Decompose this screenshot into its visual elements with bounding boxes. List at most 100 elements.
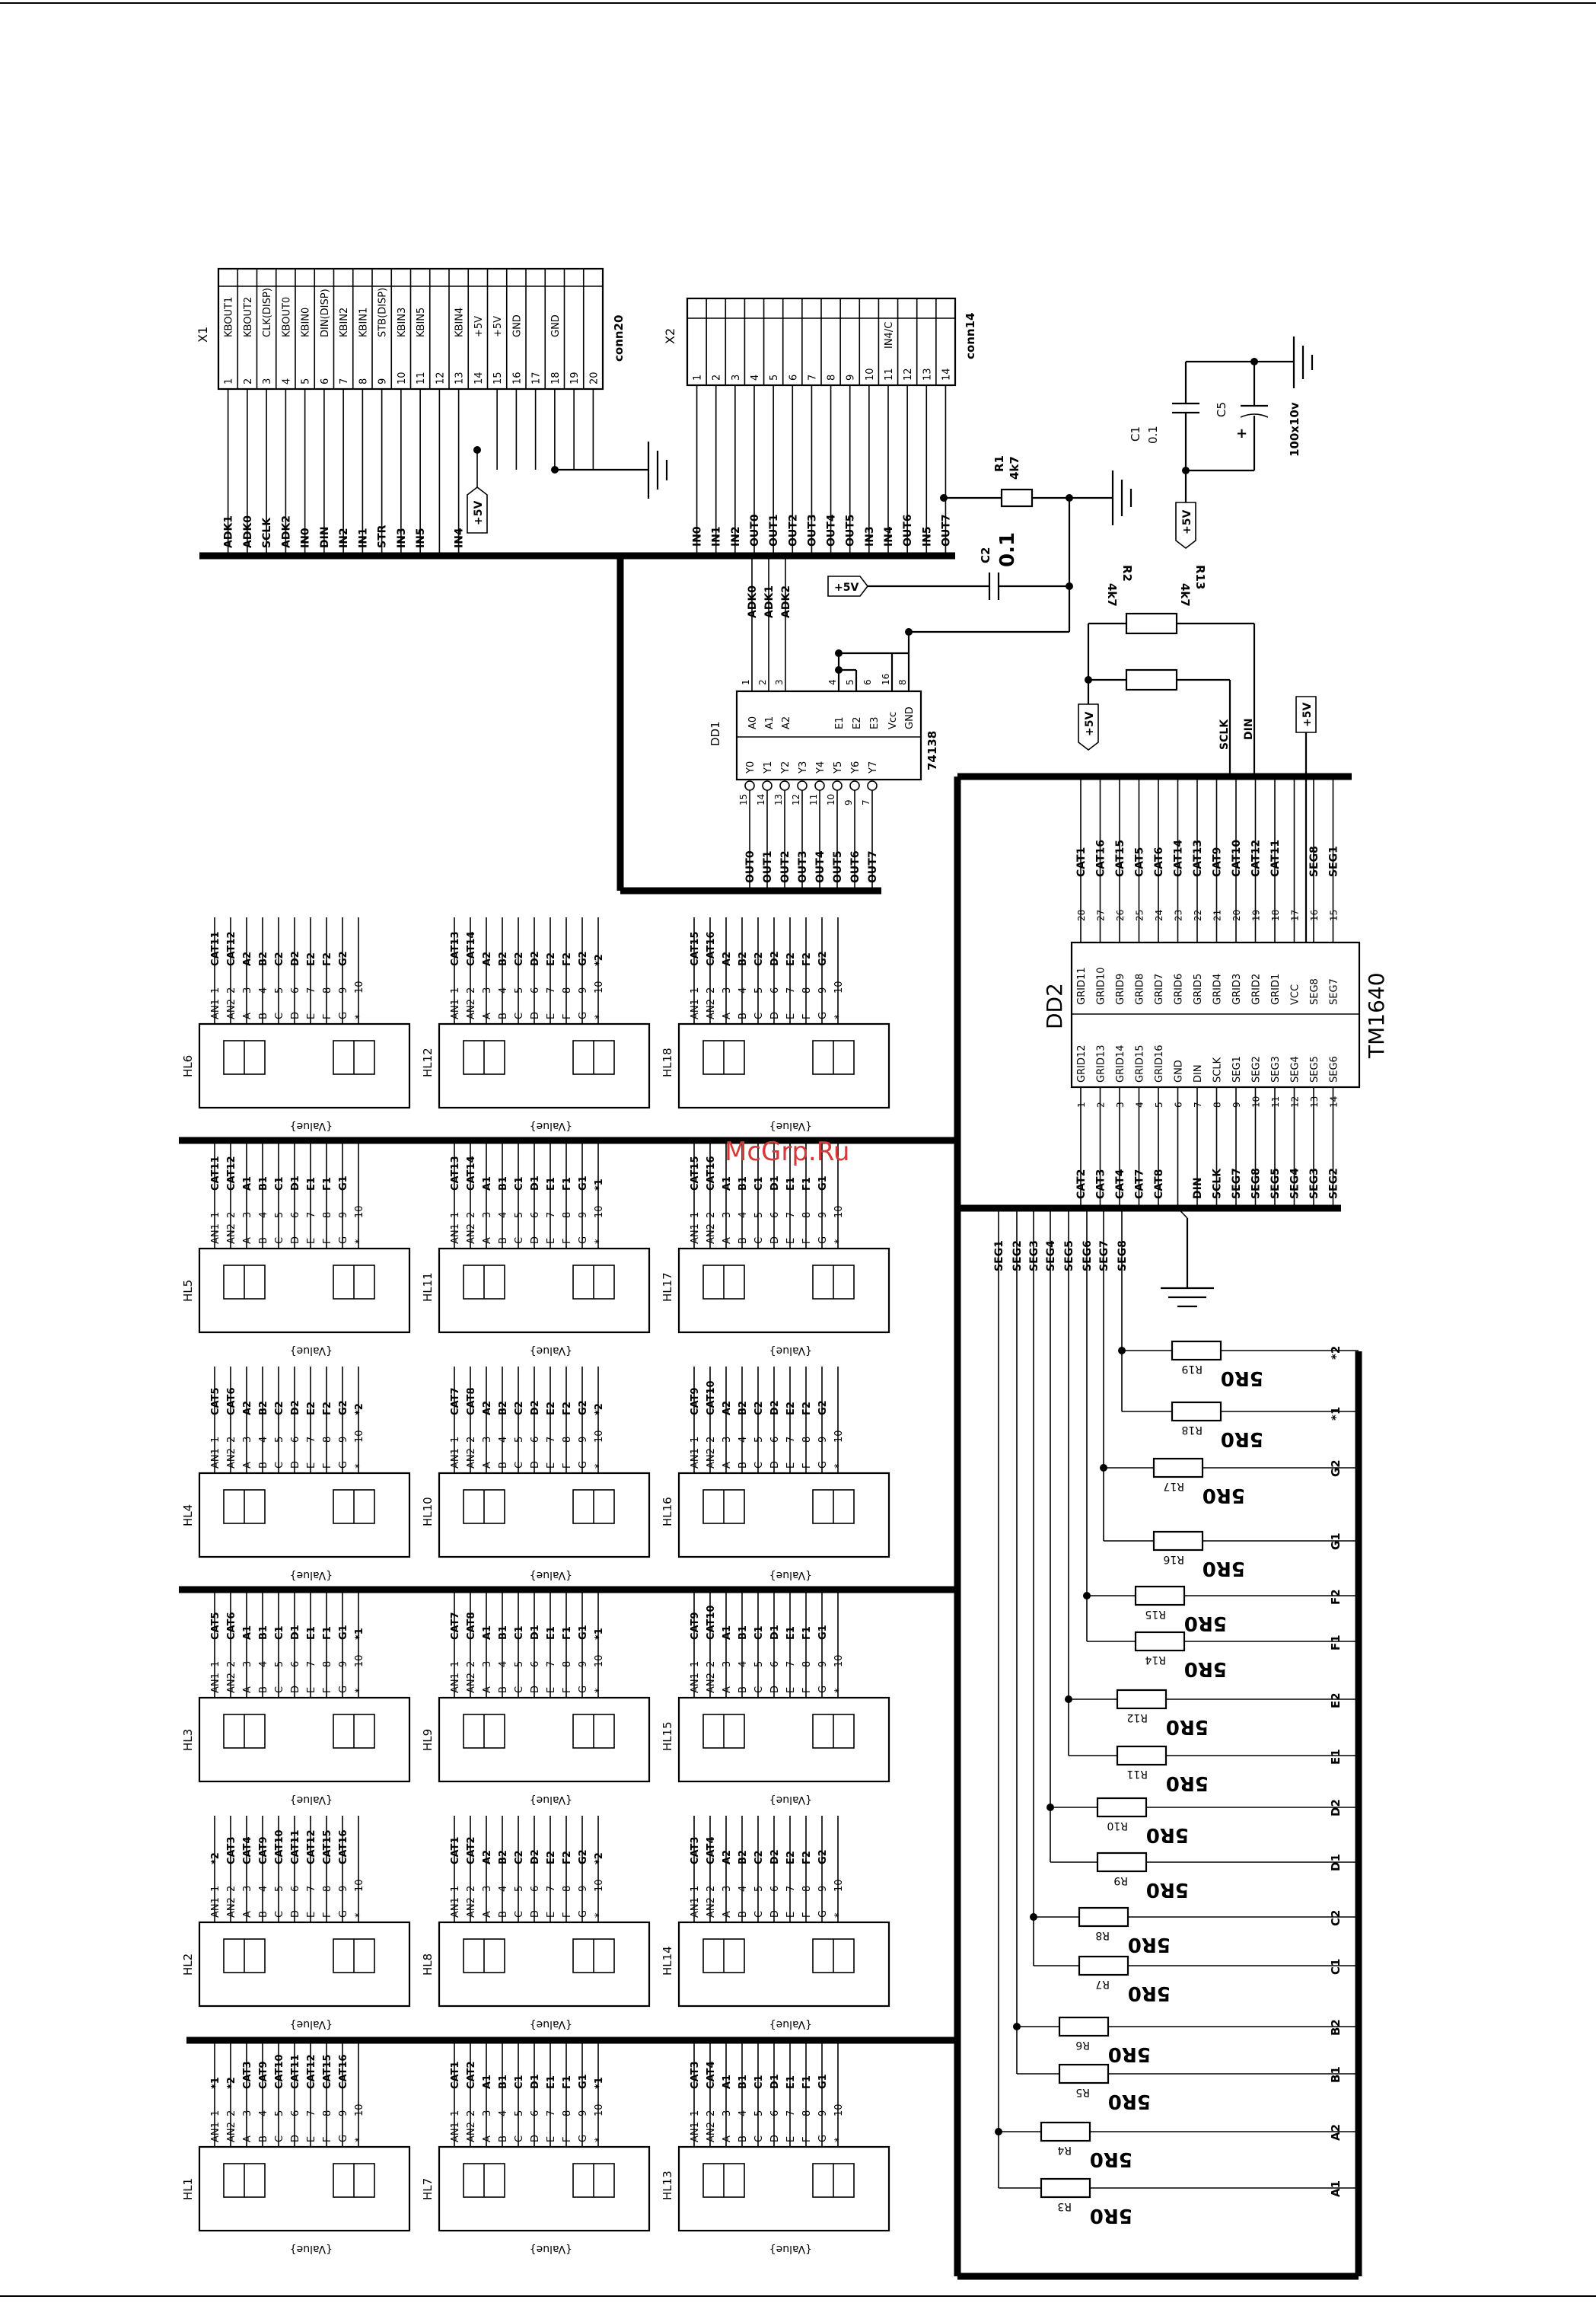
- display-pin-name: AN1: [690, 999, 701, 1019]
- display-pin-net: CAT3: [690, 2061, 701, 2089]
- display-hl13: HL13{Value}AN11CAT3AN22CAT4A3A1B4B1C5C1D…: [661, 2040, 890, 2255]
- display-pin-name: C: [274, 1686, 285, 1693]
- display-pin-number: 3: [242, 987, 253, 994]
- display-pin-name: C: [753, 2135, 765, 2142]
- display-pin-number: 7: [306, 1437, 317, 1443]
- display-pin-net: CAT15: [322, 2054, 333, 2089]
- display-pin-net: CAT12: [306, 1829, 317, 1864]
- display-pin-number: 1: [450, 1212, 461, 1218]
- display-pin-net: C1: [274, 1176, 285, 1191]
- display-pin-number: 4: [498, 1212, 509, 1218]
- display-pin-name: D: [769, 2135, 781, 2142]
- dd2-pin-net: CAT6: [1153, 847, 1165, 877]
- dd2-pin-number: 2: [1096, 1102, 1107, 1108]
- display-pin-number: 1: [210, 2110, 221, 2116]
- x1-pin-label: KBIN2: [339, 308, 350, 337]
- dd2-pin-net: CAT7: [1134, 1169, 1146, 1199]
- c1-ref: C1: [1129, 426, 1142, 442]
- dd2-pin-name: SEG3: [1270, 1056, 1282, 1083]
- seg-resistor-net: D1: [1329, 1854, 1343, 1871]
- dd1-input-net: ADK0: [747, 585, 759, 618]
- dd2-pin-number: 23: [1174, 910, 1184, 921]
- dd2-pin-name: GRID4: [1212, 974, 1224, 1005]
- display-pin-number: 8: [562, 2110, 573, 2116]
- display-pin-name: C: [274, 1237, 285, 1244]
- display-hl6: HL6{Value}AN11CAT11AN22CAT12A3A2B4B2C5C2…: [181, 917, 411, 1132]
- seg-resistor-ref: R18: [1181, 1424, 1203, 1436]
- x1-pin-number: 14: [473, 372, 485, 384]
- dd2-pin-net: CAT4: [1114, 1169, 1126, 1199]
- display-hl10: HL10{Value}AN11CAT7AN22CAT8A3A2B4B2C5C2D…: [421, 1367, 651, 1581]
- dd1-output-name: Y7: [868, 761, 879, 774]
- dd2-pin-name: GRID1: [1270, 974, 1282, 1005]
- display-pin-net: C2: [753, 952, 765, 966]
- display-pin-net: CAT11: [290, 2054, 301, 2089]
- display-pin-name: AN2: [226, 1448, 237, 1469]
- display-pin-name: *: [833, 2137, 845, 2142]
- display-pin-number: 10: [594, 1654, 605, 1667]
- display-hl5: HL5{Value}AN11CAT11AN22CAT12A3A1B4B1C5C1…: [181, 1142, 411, 1357]
- display-pin-net: CAT1: [450, 1836, 461, 1864]
- x2-pin-number: 13: [922, 368, 933, 381]
- display-pin-net: C2: [514, 1401, 525, 1415]
- display-pin-name: A: [722, 1013, 733, 1019]
- x1-pin-number: 9: [377, 378, 389, 384]
- dd2-pin-number: 22: [1193, 910, 1203, 921]
- display-pin-net: CAT12: [226, 931, 237, 966]
- display-pin-name: C: [274, 1462, 285, 1469]
- display-pin-name: A: [722, 1462, 733, 1469]
- display-pin-name: *: [594, 1463, 605, 1469]
- display-value: {Value}: [769, 2243, 812, 2255]
- display-hl3: HL3{Value}AN11CAT5AN22CAT6A3A1B4B1C5C1D6…: [181, 1591, 411, 1806]
- display-pin-net: B2: [498, 952, 509, 966]
- display-pin-number: 5: [753, 1437, 765, 1443]
- display-pin-net: D2: [530, 1849, 541, 1864]
- display-pin-number: 7: [785, 1212, 797, 1218]
- display-pin-net: G2: [338, 1400, 349, 1415]
- display-body: [438, 2145, 651, 2232]
- display-pin-name: D: [290, 1461, 301, 1469]
- dd2-pin-number: 8: [1212, 1102, 1223, 1108]
- display-pin-number: 2: [466, 1212, 477, 1218]
- dd2-pin-name: GRID10: [1096, 968, 1107, 1006]
- display-pin-number: 4: [498, 1661, 509, 1667]
- bus-lines: [179, 552, 1362, 2280]
- dd2-pin-number: 24: [1154, 910, 1164, 921]
- r1-ref: R1: [992, 455, 1006, 472]
- display-pin-name: AN1: [450, 999, 461, 1019]
- display-pin-net: B2: [737, 1401, 749, 1415]
- display-hl17: HL17{Value}AN11CAT15AN22CAT16A3A1B4B1C5C…: [661, 1142, 890, 1357]
- display-pin-name: G: [817, 1910, 829, 1918]
- display-body: [677, 1696, 890, 1783]
- display-pin-name: D: [530, 1236, 541, 1244]
- power-label-dd1: +5V: [827, 576, 869, 597]
- dd2-pin-number: 6: [1174, 1102, 1184, 1108]
- seg-resistor-body: [1078, 1955, 1129, 1976]
- display-pin-number: 2: [226, 1886, 237, 1892]
- display-pin-number: 7: [546, 1437, 557, 1443]
- display-pin-name: D: [290, 1012, 301, 1019]
- seg-bus-label: SEG7: [1098, 1240, 1110, 1271]
- display-pin-name: C: [753, 1237, 765, 1244]
- dd2-pin-net: CAT16: [1095, 840, 1107, 877]
- x1-pin-number: 8: [358, 378, 369, 384]
- display-pin-net: C1: [753, 2075, 765, 2089]
- dd2-pin-number: 12: [1290, 1096, 1301, 1108]
- capacitor-c2: C2 0.1: [868, 498, 1073, 632]
- seg-bus-label: SEG6: [1082, 1240, 1094, 1271]
- display-pin-number: 6: [530, 1437, 541, 1443]
- display-pin-number: 10: [354, 1879, 365, 1892]
- display-pin-name: A: [722, 1686, 733, 1693]
- x2-net-label: IN1: [711, 526, 723, 547]
- display-pin-number: 8: [322, 1212, 333, 1218]
- display-pin-name: F: [322, 1688, 333, 1693]
- dd2-pin-name: GRID2: [1251, 974, 1263, 1005]
- seg-resistor-ref: R5: [1075, 2086, 1090, 2098]
- c1-value: 0.1: [1146, 426, 1160, 444]
- display-pin-name: A: [482, 1462, 493, 1469]
- display-pin-name: F: [562, 1688, 573, 1693]
- x2-pin-number: 4: [750, 375, 761, 381]
- display-pin-name: A: [722, 2135, 733, 2142]
- seg-resistor-ref: R8: [1095, 1929, 1110, 1941]
- display-pin-name: D: [530, 1461, 541, 1469]
